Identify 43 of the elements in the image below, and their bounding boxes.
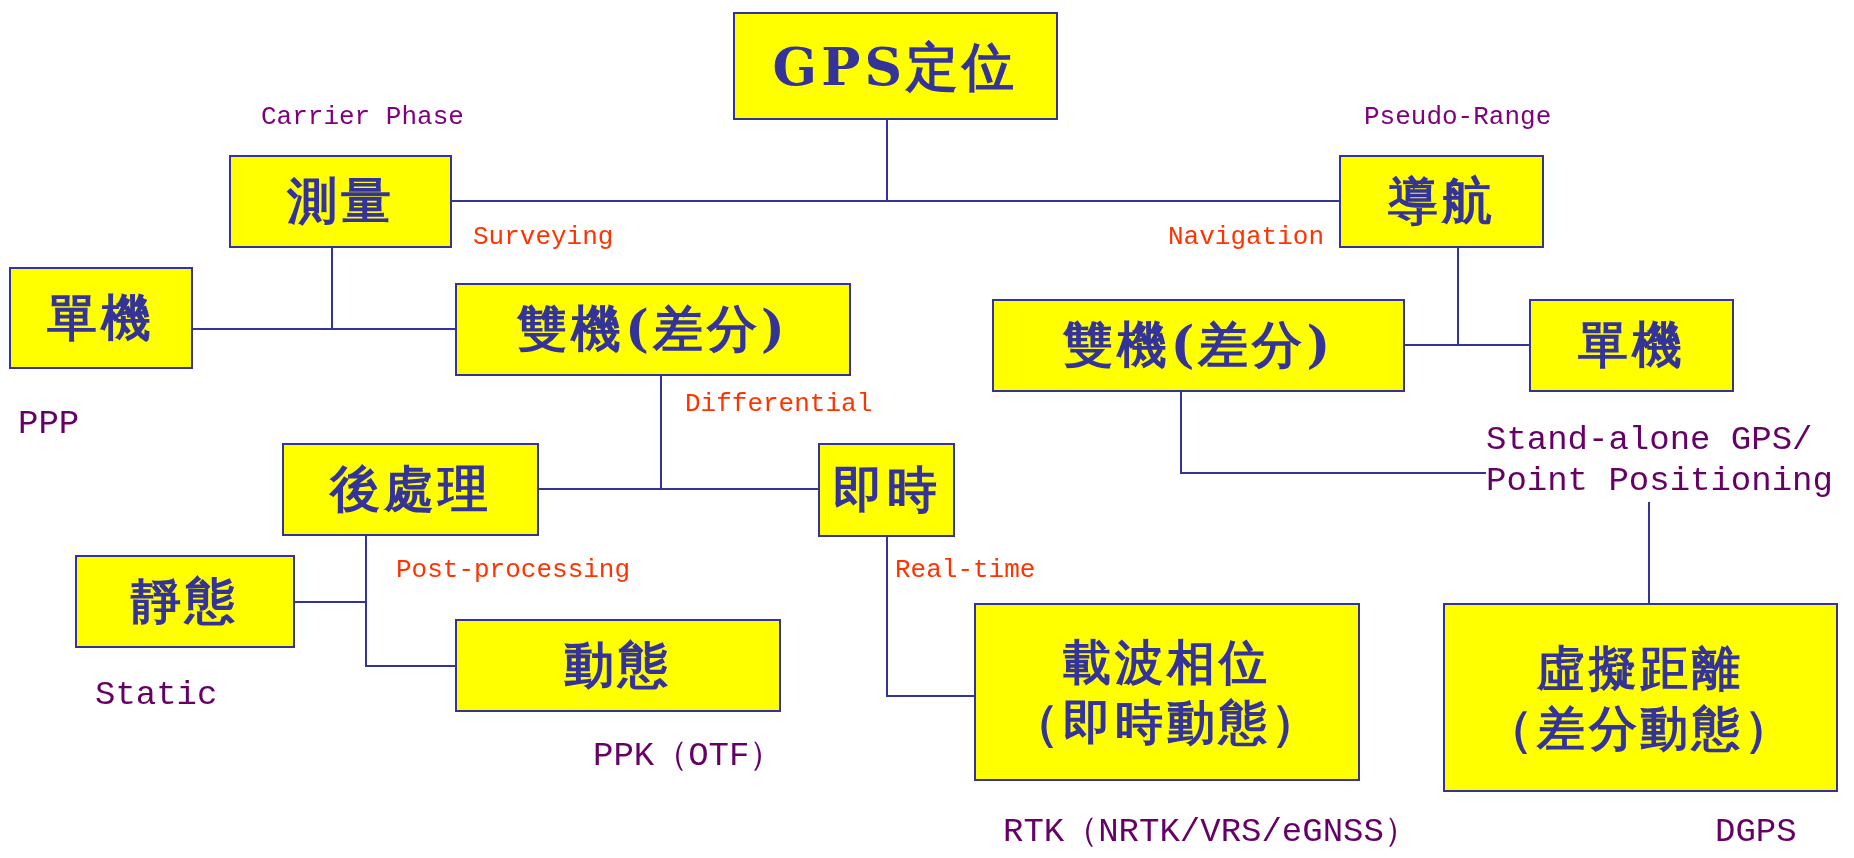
node-label: 動態 — [564, 634, 672, 697]
connector-line — [660, 375, 819, 490]
node-label: 測量 — [286, 170, 395, 233]
category-box — [1443, 603, 1838, 792]
connector-line — [1457, 247, 1530, 346]
english-annotation: RTK（NRTK/VRS/eGNSS） — [1003, 812, 1418, 853]
node-label: 單機 — [47, 286, 155, 349]
node-label: 載波相位（即時動態） — [1010, 633, 1324, 752]
english-term: Differential — [685, 389, 873, 421]
category-box — [455, 619, 781, 712]
category-box — [229, 155, 452, 248]
node-label: 後處理 — [329, 458, 492, 521]
category-box — [733, 12, 1058, 120]
category-box — [818, 443, 955, 537]
connector-line — [886, 536, 975, 697]
english-term: Navigation — [1168, 222, 1325, 254]
english-annotation: PPK（OTF） — [593, 736, 784, 777]
category-box — [1529, 299, 1734, 392]
node-label: 虛擬距離（差分動態） — [1483, 638, 1797, 758]
english-term: Surveying — [473, 222, 614, 254]
english-term: Real-time — [895, 555, 1036, 587]
node-label: GPS定位 — [772, 34, 1019, 99]
english-annotation: Carrier Phase — [261, 102, 464, 134]
node-label: 導航 — [1387, 170, 1496, 233]
category-box — [992, 299, 1405, 392]
node-label: 雙機(差分) — [517, 298, 789, 361]
category-box — [75, 555, 295, 648]
node-label: 靜態 — [131, 570, 239, 633]
category-box — [974, 603, 1360, 781]
english-annotation: Static — [95, 675, 218, 716]
english-annotation: DGPS — [1715, 812, 1797, 853]
category-box — [1339, 155, 1544, 248]
english-term: Post-processing — [396, 555, 631, 587]
node-label: 即時 — [832, 458, 941, 521]
connector-line — [331, 247, 456, 330]
node-label: 單機 — [1577, 314, 1686, 377]
category-box — [9, 267, 193, 369]
node-label: 雙機(差分) — [1062, 314, 1335, 377]
english-annotation: PPP — [18, 404, 80, 445]
connector-line — [365, 535, 456, 667]
category-box — [455, 283, 851, 376]
english-annotation: Pseudo-Range — [1364, 102, 1552, 134]
category-box — [282, 443, 539, 536]
